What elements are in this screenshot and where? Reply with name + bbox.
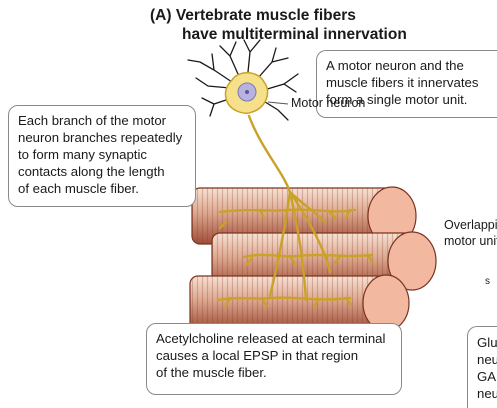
overlap-label-line: motor unit xyxy=(444,234,497,248)
overlap-label-partial: Overlappi motor unit xyxy=(444,217,497,249)
callout-ach-line: Acetylcholine released at each terminal xyxy=(156,331,386,346)
overlap-label-line: Overlappi xyxy=(444,218,497,232)
edge-char: s xyxy=(485,276,490,287)
callout-glu-line: neu xyxy=(477,352,497,367)
dendrites xyxy=(187,39,299,121)
callout-motor-unit-line: muscle fibers it innervates xyxy=(326,75,479,90)
callout-branch-line: of each muscle fiber. xyxy=(18,181,139,196)
title-line-2: have multiterminal innervation xyxy=(182,26,407,43)
callout-glu-line: GA xyxy=(477,369,497,384)
callout-branch: Each branch of the motor neuron branches… xyxy=(8,105,196,207)
muscle-fiber-top xyxy=(191,186,417,246)
callout-ach-line: causes a local EPSP in that region xyxy=(156,348,359,363)
callout-glu-line: neu xyxy=(477,386,497,401)
callout-acetylcholine: Acetylcholine released at each terminal … xyxy=(146,323,402,395)
muscle-fibers xyxy=(189,186,437,332)
callout-branch-line: contacts along the length xyxy=(18,164,165,179)
callout-branch-line: to form many synaptic xyxy=(18,147,147,162)
title-line-1: (A) Vertebrate muscle fibers xyxy=(150,7,356,24)
muscle-fiber-middle xyxy=(211,231,437,291)
callout-glutamate-partial: Glu neu GA neu xyxy=(467,326,497,408)
callout-motor-unit-line: form a single motor unit. xyxy=(326,92,468,107)
figure-title: (A) Vertebrate muscle fibers have multit… xyxy=(150,6,407,44)
callout-branch-line: neuron branches repeatedly xyxy=(18,130,183,145)
callout-motor-unit-line: A motor neuron and the xyxy=(326,58,464,73)
axon-branches xyxy=(216,114,374,309)
callout-branch-line: Each branch of the motor xyxy=(18,113,167,128)
callout-glu-line: Glu xyxy=(477,335,497,350)
motor-neuron-cell-body xyxy=(224,72,269,114)
callout-ach-line: of the muscle fiber. xyxy=(156,365,267,380)
callout-motor-unit: A motor neuron and the muscle fibers it … xyxy=(316,50,497,118)
motor-neuron-label: Motor neuron xyxy=(291,96,366,110)
motor-neuron-pointer xyxy=(267,101,289,105)
